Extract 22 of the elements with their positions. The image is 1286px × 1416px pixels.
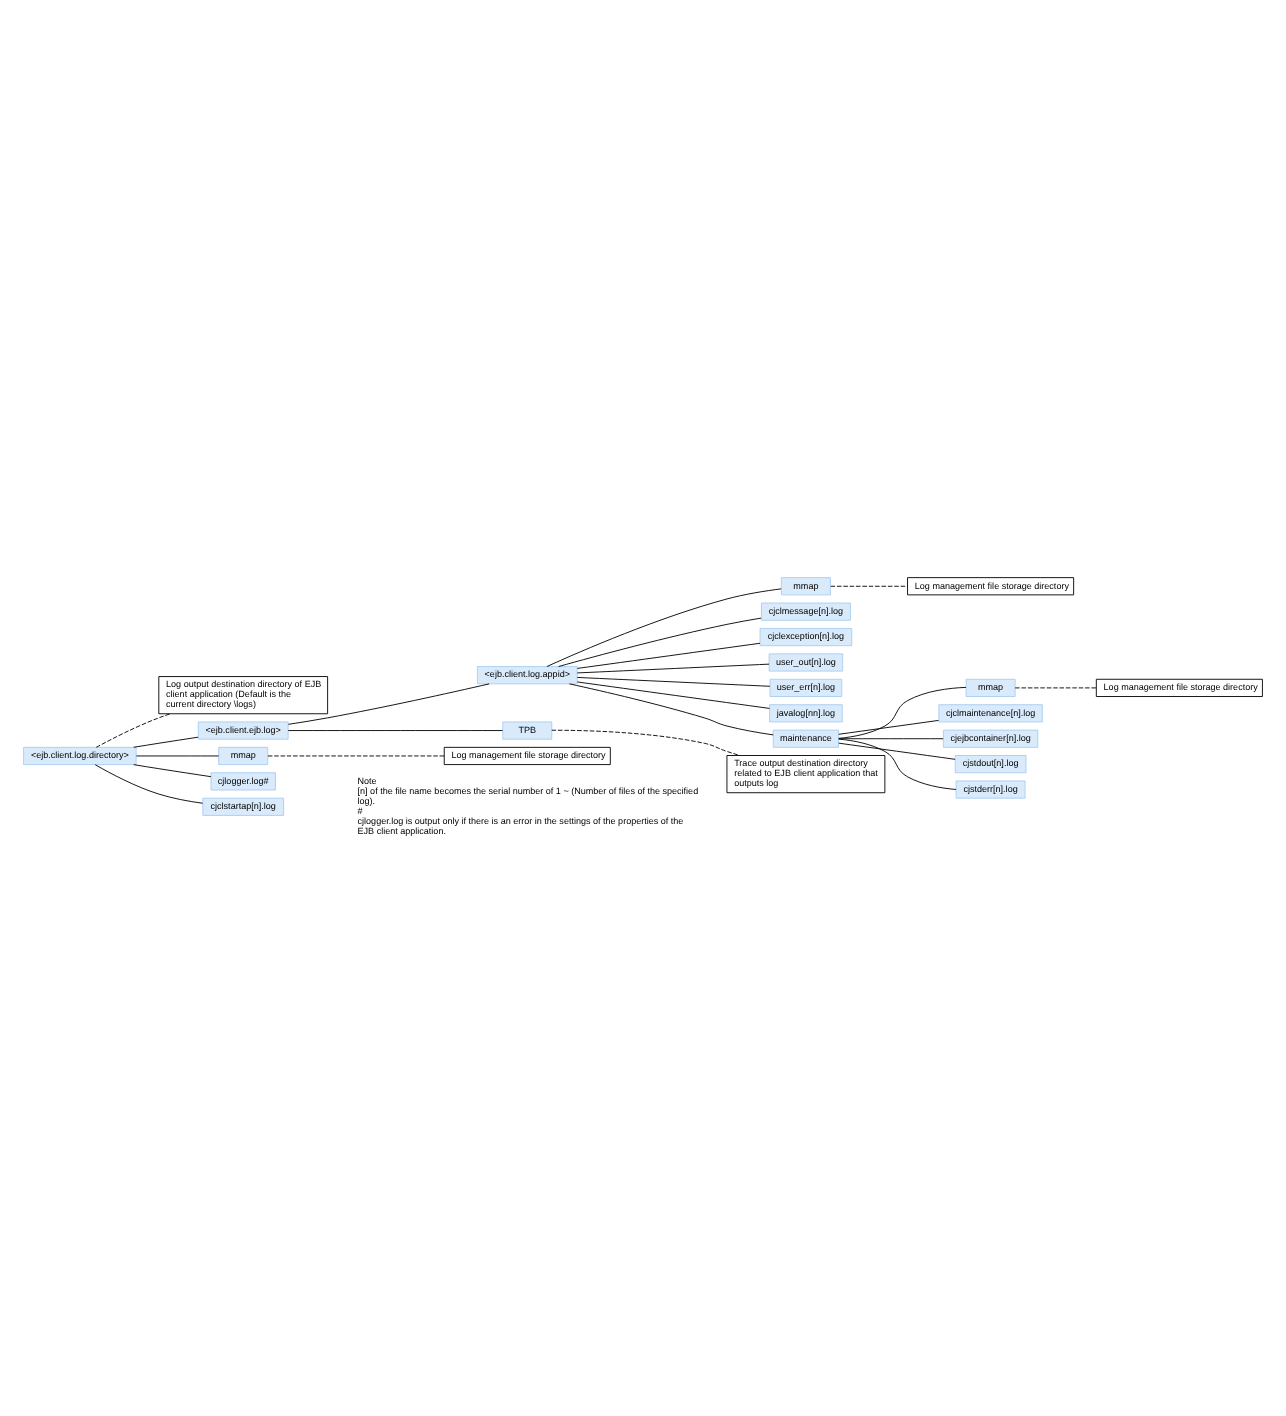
connector [287,729,503,730]
connector [267,754,445,756]
connector [838,685,967,738]
connector [569,682,774,735]
connector [576,641,761,668]
connector [558,616,762,666]
connector [838,737,957,789]
connector [576,662,770,673]
connector [133,735,199,747]
connector [576,676,771,686]
connector [838,741,956,759]
connector [1014,686,1097,688]
connector [94,763,204,803]
connector [546,587,782,666]
connector [830,584,908,586]
connector [838,737,944,739]
connector [133,763,212,777]
connector [576,680,770,708]
connector [95,712,171,747]
connector [838,718,939,734]
connector [287,682,490,724]
connector [551,728,741,755]
